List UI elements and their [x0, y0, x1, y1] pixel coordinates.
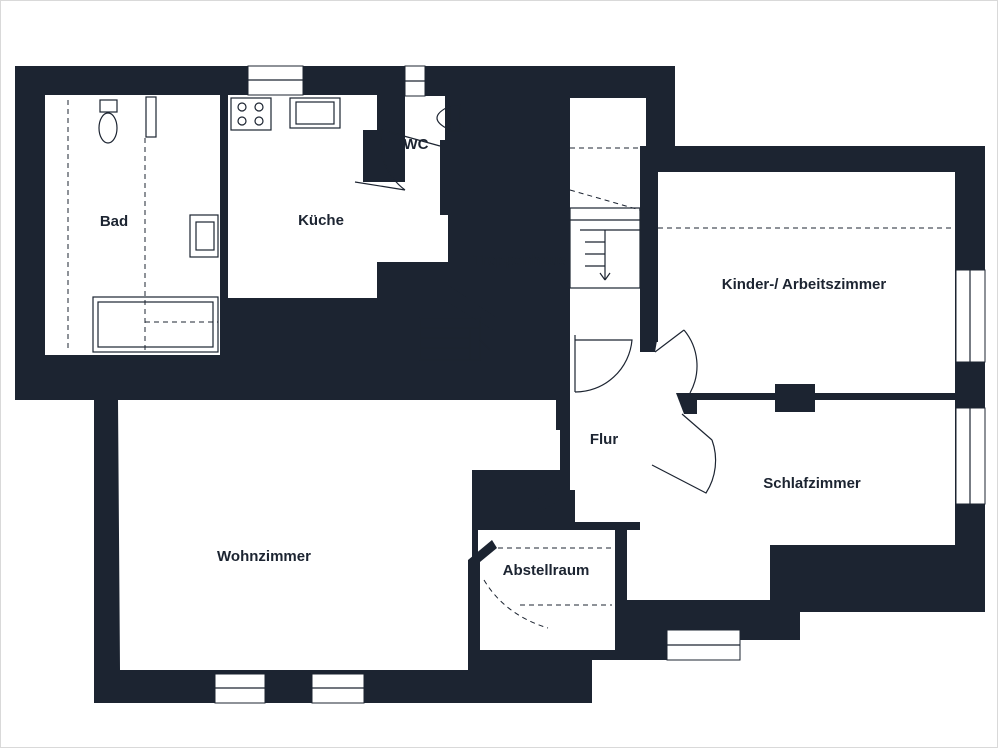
- wc-side-wall: [440, 140, 450, 215]
- flur-bottom-wall: [560, 490, 640, 530]
- kitchen-corner-block: [228, 325, 268, 357]
- stove-icon: [230, 97, 272, 131]
- fixtures: [67, 96, 955, 629]
- room-label-bad: Bad: [100, 213, 128, 230]
- room-label-treppenhaus: Treppenhaus: [473, 252, 566, 269]
- bad-sink-icon: [189, 214, 219, 258]
- stairs-lower: [419, 317, 491, 361]
- shower-screen: [145, 96, 157, 138]
- room-label-kueche: Küche: [298, 212, 344, 229]
- stairs-main: [569, 147, 641, 289]
- bedroom-top-wall: [690, 393, 955, 400]
- flur-left-stub: [556, 330, 570, 430]
- flur-kinder-wall-stub: [640, 335, 658, 352]
- doors: [354, 129, 717, 494]
- treppenhaus-lower-wall: [377, 262, 570, 330]
- room-label-flur: Flur: [590, 431, 618, 448]
- door-kinder: [654, 329, 698, 394]
- walls: [15, 66, 985, 703]
- bedroom-column: [775, 384, 815, 412]
- abstell-right-wall: [615, 528, 627, 650]
- room-label-abstellraum: Abstellraum: [503, 562, 590, 579]
- abstell-left-wall: [468, 540, 497, 680]
- room-label-schlafzimmer: Schlafzimmer: [763, 475, 861, 492]
- bath-bottom-wall: [15, 355, 325, 400]
- bathtub-icon: [92, 296, 219, 353]
- flur-bedroom-stub: [676, 393, 697, 414]
- room-label-wohnzimmer: Wohnzimmer: [217, 548, 311, 565]
- stair-divider: [558, 208, 570, 338]
- right-wall-segment: [955, 362, 985, 408]
- door-schlaf: [651, 413, 717, 494]
- room-labels: Bad Küche WC Treppenhaus Kinder-/ Arbeit…: [100, 136, 887, 579]
- room-label-wc: WC: [404, 136, 429, 153]
- door-flur-left: [574, 335, 633, 393]
- toilet-wc-icon: [449, 104, 461, 132]
- living-top-wall: [398, 362, 558, 400]
- room-label-kinder-arbeitszimmer: Kinder-/ Arbeitszimmer: [722, 276, 887, 293]
- bedroom-bottom-right: [625, 600, 800, 630]
- bath-kitchen-partition: [220, 95, 228, 325]
- abstell-door-stub: [528, 488, 560, 522]
- toilet-bad-icon: [99, 99, 118, 113]
- kinder-left-wall: [640, 146, 658, 342]
- windows: [214, 65, 986, 704]
- core-block: [445, 96, 570, 208]
- kitchen-sink-icon: [289, 97, 341, 129]
- door-wc: [354, 129, 441, 191]
